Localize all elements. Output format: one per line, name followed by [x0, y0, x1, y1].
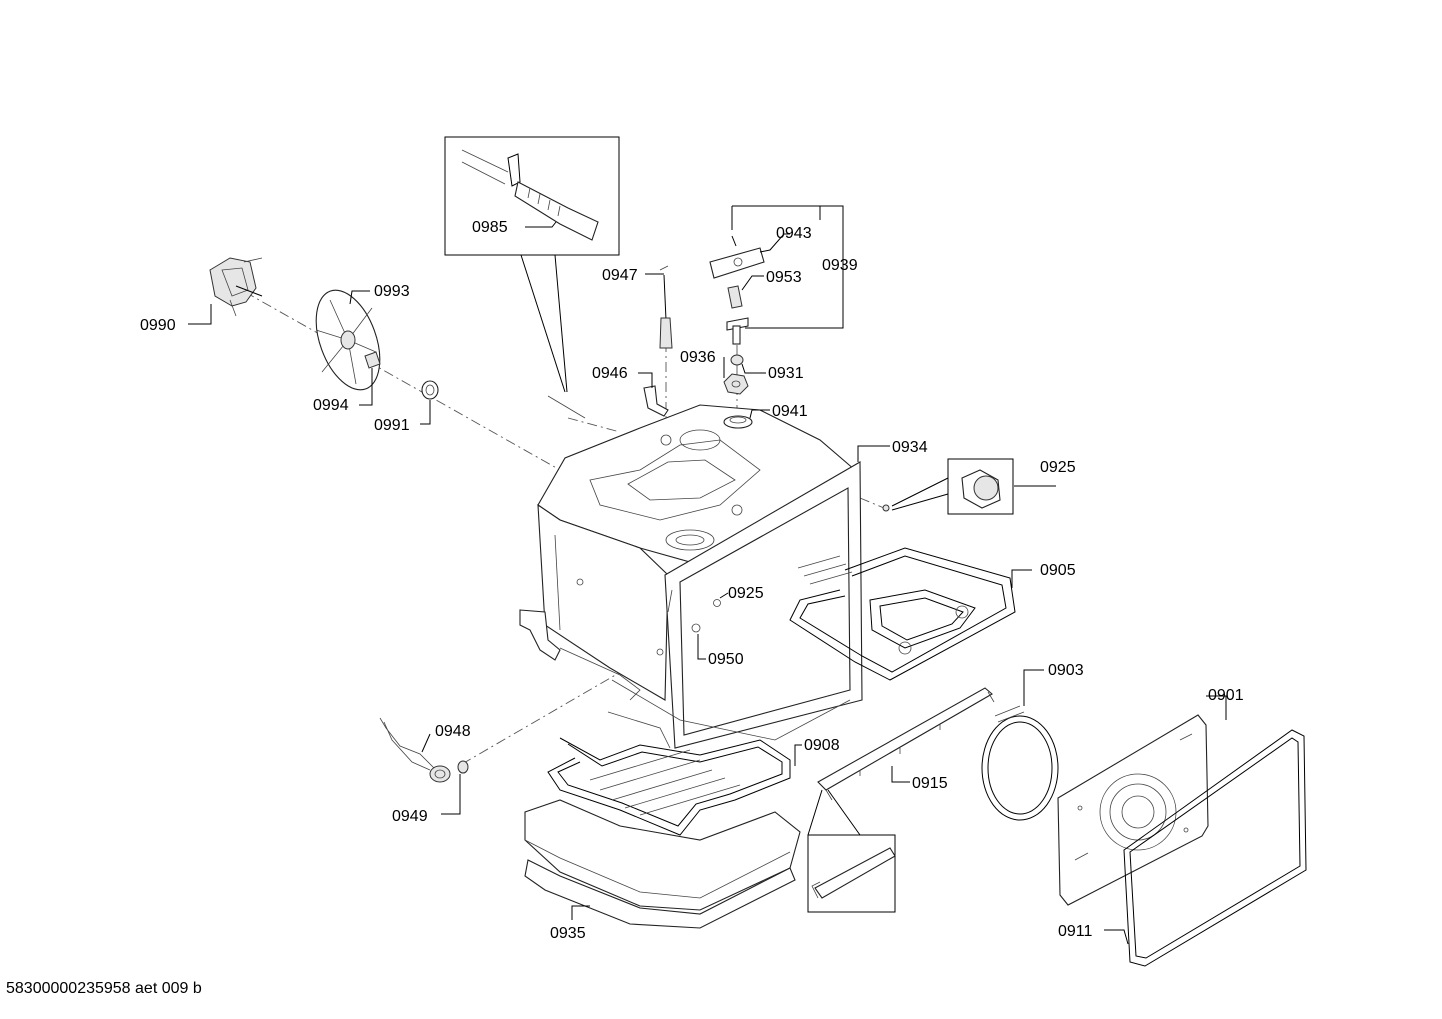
label-0915[interactable]: 0915 [912, 775, 948, 792]
label-0903[interactable]: 0903 [1048, 662, 1084, 679]
label-0941[interactable]: 0941 [772, 403, 808, 420]
label-0925-light[interactable]: 0925 [1040, 459, 1076, 476]
label-0947[interactable]: 0947 [602, 267, 638, 284]
label-0950[interactable]: 0950 [708, 651, 744, 668]
label-0993[interactable]: 0993 [374, 283, 410, 300]
label-0949[interactable]: 0949 [392, 808, 428, 825]
label-0948[interactable]: 0948 [435, 723, 471, 740]
label-0985[interactable]: 0985 [472, 219, 508, 236]
leader-lines [188, 205, 1227, 945]
label-0991[interactable]: 0991 [374, 417, 410, 434]
label-0925-front[interactable]: 0925 [728, 585, 764, 602]
label-0994[interactable]: 0994 [313, 397, 349, 414]
bottom-heating-element [547, 711, 791, 836]
door-gasket [1123, 729, 1307, 967]
temperature-sensor [659, 265, 673, 349]
fan-motor [209, 257, 263, 317]
label-0935[interactable]: 0935 [550, 925, 586, 942]
label-0953[interactable]: 0953 [766, 269, 802, 286]
sensor-bracket [643, 385, 669, 417]
label-0939[interactable]: 0939 [822, 257, 858, 274]
label-0934[interactable]: 0934 [892, 439, 928, 456]
fan-nut [364, 351, 381, 369]
fan-bush [421, 380, 439, 400]
label-0901[interactable]: 0901 [1208, 687, 1244, 704]
label-0943[interactable]: 0943 [776, 225, 812, 242]
nozzle-pipe [726, 317, 749, 345]
label-0936[interactable]: 0936 [680, 349, 716, 366]
rear-panel [1057, 714, 1209, 906]
gasket [723, 415, 753, 429]
label-0946[interactable]: 0946 [592, 365, 628, 382]
document-code: 58300000235958 aet 009 b [6, 980, 202, 997]
detail-box-0985 [444, 136, 620, 419]
label-0990[interactable]: 0990 [140, 317, 176, 334]
detail-box-rail [807, 789, 896, 913]
oven-cavity [519, 404, 863, 749]
probe-nut [457, 760, 469, 774]
locking-clip [727, 285, 743, 309]
probe-cable-sensor [379, 717, 451, 783]
label-0911[interactable]: 0911 [1058, 923, 1093, 940]
label-0905[interactable]: 0905 [1040, 562, 1076, 579]
hex-nut [723, 373, 749, 395]
fan-wheel [315, 289, 381, 391]
grill-heating-element [789, 547, 1016, 681]
cover-plate [709, 235, 765, 279]
label-0931[interactable]: 0931 [768, 365, 804, 382]
bottom-insulation [524, 799, 801, 929]
seal-ring [730, 354, 744, 366]
label-0908[interactable]: 0908 [804, 737, 840, 754]
ring-heating-element [981, 705, 1059, 821]
part-labels: 0985 0993 0990 0994 0991 0947 0946 0936 … [140, 219, 1244, 942]
side-rail [817, 687, 995, 801]
detail-box-oven-light [882, 458, 1014, 515]
